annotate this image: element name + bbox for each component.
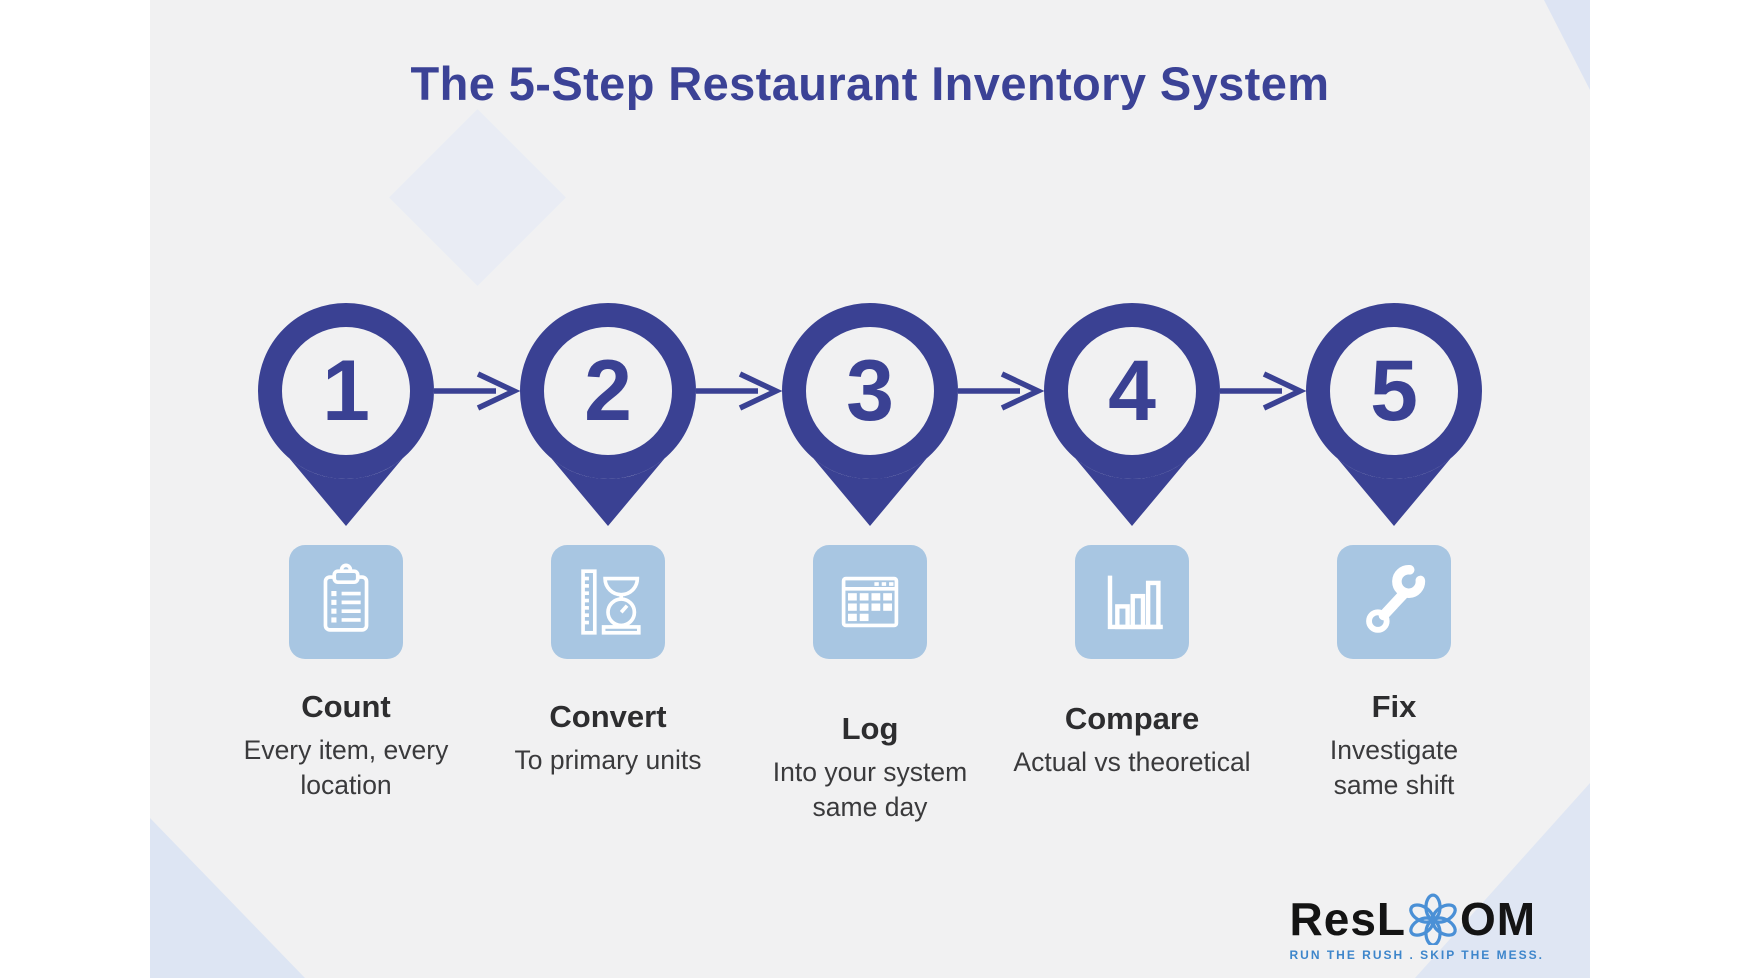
ruler-scale-icon bbox=[551, 545, 665, 659]
step-4-text: Compare Actual vs theoretical bbox=[990, 701, 1274, 780]
resloom-logo-wordmark: ResL OM bbox=[1290, 893, 1544, 945]
pin-shape bbox=[1306, 303, 1482, 526]
clipboard-icon bbox=[289, 545, 403, 659]
clipboard-icon-svg bbox=[323, 563, 369, 632]
step-5-text: Fix Investigate same shift bbox=[1252, 689, 1536, 803]
pin-shape bbox=[782, 303, 958, 526]
arrow-icon bbox=[696, 371, 783, 411]
bar-chart-icon-svg bbox=[1107, 575, 1163, 630]
step-1: 1 bbox=[215, 291, 477, 825]
arrow-icon bbox=[958, 371, 1045, 411]
step-number: 3 bbox=[846, 342, 894, 439]
step-3: 3 bbox=[739, 291, 1001, 825]
step-title: Count bbox=[301, 689, 391, 724]
logo-tagline: RUN THE RUSH . SKIP THE MESS. bbox=[1289, 948, 1544, 962]
pin-shape bbox=[520, 303, 696, 526]
step-title: Fix bbox=[1371, 689, 1417, 724]
bottom-left-corner-decoration bbox=[150, 818, 305, 978]
step-number: 5 bbox=[1370, 342, 1418, 439]
step-2-pin: 2 bbox=[508, 291, 708, 531]
step-number: 2 bbox=[584, 342, 632, 439]
step-number: 1 bbox=[322, 342, 370, 439]
infographic-canvas: The 5-Step Restaurant Inventory System 1 bbox=[150, 0, 1590, 978]
steps-row: 1 bbox=[215, 291, 1525, 825]
step-title: Log bbox=[841, 711, 899, 746]
logo-text-suffix: OM bbox=[1460, 893, 1537, 945]
step-4: 4 Compare Actual vs theoretical bbox=[1001, 291, 1263, 825]
step-1-pin: 1 bbox=[246, 291, 446, 531]
step-description: Investigate same shift bbox=[1329, 735, 1459, 800]
resloom-logo: ResL OM RUN THE RUSH . SKIP THE MESS. bbox=[1290, 893, 1544, 962]
step-3-pin: 3 bbox=[770, 291, 970, 531]
wrench-icon-svg bbox=[1366, 565, 1426, 633]
step-title: Convert bbox=[549, 699, 667, 734]
pin-shape bbox=[258, 303, 434, 526]
ruler-scale-icon-svg bbox=[581, 569, 641, 635]
step-3-text: Log Into your system same day bbox=[728, 711, 1012, 825]
step-description: Into your system same day bbox=[772, 757, 968, 822]
pin-shape bbox=[1044, 303, 1220, 526]
step-title: Compare bbox=[1064, 701, 1200, 736]
step-number: 4 bbox=[1108, 342, 1156, 439]
step-2: 2 bbox=[477, 291, 739, 825]
step-5: 5 Fix Investigate same shift bbox=[1263, 291, 1525, 825]
wrench-icon bbox=[1337, 545, 1451, 659]
step-4-pin: 4 bbox=[1032, 291, 1232, 531]
bar-chart-icon bbox=[1075, 545, 1189, 659]
step-description: Every item, every location bbox=[243, 735, 449, 800]
step-2-text: Convert To primary units bbox=[466, 699, 750, 778]
step-description: To primary units bbox=[514, 745, 702, 775]
step-1-text: Count Every item, every location bbox=[204, 689, 488, 803]
spreadsheet-icon-svg bbox=[841, 576, 899, 628]
flower-logo-icon bbox=[1409, 893, 1457, 945]
page-title: The 5-Step Restaurant Inventory System bbox=[410, 57, 1330, 110]
arrow-icon bbox=[434, 371, 521, 411]
arrow-icon bbox=[1220, 371, 1307, 411]
logo-text-prefix: ResL bbox=[1289, 893, 1406, 945]
background-diamond-decoration bbox=[389, 109, 566, 286]
step-5-pin: 5 bbox=[1294, 291, 1494, 531]
spreadsheet-icon bbox=[813, 545, 927, 659]
step-description: Actual vs theoretical bbox=[1013, 747, 1251, 777]
